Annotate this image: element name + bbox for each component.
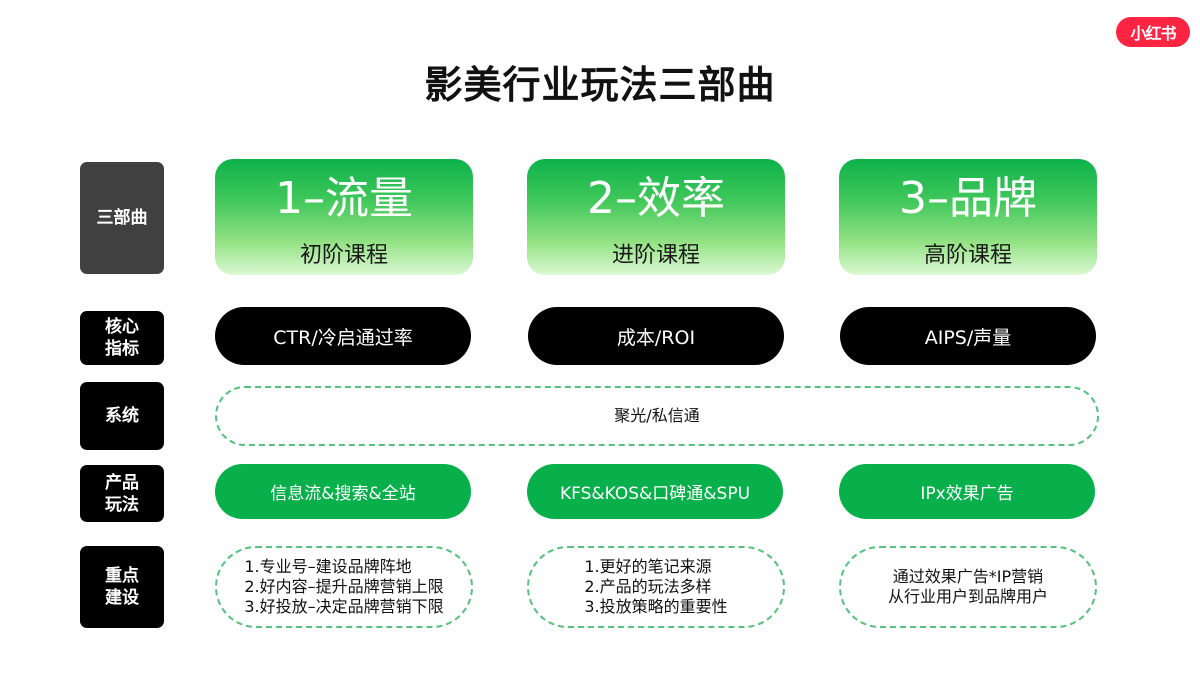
stage-subtitle: 进阶课程 (611, 243, 700, 268)
focus-line: 通过效果广告*IP营销 (892, 567, 1044, 586)
focus-line: 2.产品的玩法多样 (584, 577, 712, 596)
metric-pill-brand: AIPS/声量 (840, 307, 1096, 365)
stage-title: 1–流量 (275, 173, 413, 224)
product-pill-efficiency: KFS&KOS&口碑通&SPU (527, 464, 783, 519)
row-label-metrics: 核心指标 (80, 311, 164, 365)
stage-title: 3–品牌 (899, 173, 1037, 224)
system-box: 聚光/私信通 (215, 386, 1099, 446)
stage-card-efficiency: 2–效率 进阶课程 (527, 159, 785, 275)
focus-line: 3.好投放–决定品牌营销下限 (244, 597, 444, 616)
stage-card-traffic: 1–流量 初阶课程 (215, 159, 473, 275)
system-text: 聚光/私信通 (614, 406, 700, 425)
stage-title: 2–效率 (587, 173, 725, 224)
page-title: 影美行业玩法三部曲 (424, 63, 776, 107)
product-pill-brand: IPx效果广告 (839, 464, 1095, 519)
focus-line: 3.投放策略的重要性 (584, 597, 728, 616)
stage-card-brand: 3–品牌 高阶课程 (839, 159, 1097, 275)
focus-box-traffic: 1.专业号–建设品牌阵地 2.好内容–提升品牌营销上限 3.好投放–决定品牌营销… (215, 546, 473, 628)
row-label-focus: 重点建设 (80, 546, 164, 628)
focus-line: 从行业用户到品牌用户 (887, 587, 1048, 606)
metric-pill-traffic: CTR/冷启通过率 (215, 307, 471, 365)
xiaohongshu-logo: 小红书 (1116, 17, 1190, 47)
metric-pill-efficiency: 成本/ROI (528, 307, 784, 365)
row-label-system: 系统 (80, 382, 164, 450)
row-label-products: 产品玩法 (80, 465, 164, 522)
focus-line: 1.更好的笔记来源 (584, 557, 712, 576)
focus-line: 1.专业号–建设品牌阵地 (244, 557, 412, 576)
stage-subtitle: 初阶课程 (299, 243, 388, 268)
product-pill-traffic: 信息流&搜索&全站 (215, 464, 471, 519)
focus-box-efficiency: 1.更好的笔记来源 2.产品的玩法多样 3.投放策略的重要性 (527, 546, 785, 628)
stage-subtitle: 高阶课程 (923, 243, 1012, 268)
row-label-stages: 三部曲 (80, 162, 164, 274)
focus-line: 2.好内容–提升品牌营销上限 (244, 577, 444, 596)
focus-box-brand: 通过效果广告*IP营销 从行业用户到品牌用户 (839, 546, 1097, 628)
